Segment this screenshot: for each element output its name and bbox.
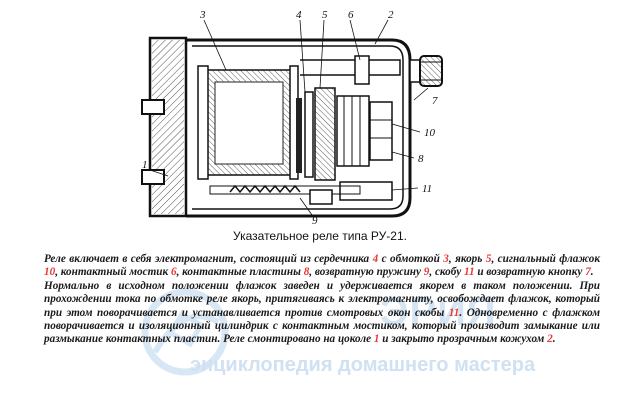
part-number: 3 [443,253,449,265]
text-segment: , сигнальный флажок [491,253,600,265]
base-plate [141,36,188,218]
callout-11: 11 [422,183,432,195]
contact-bracket [300,55,401,85]
text-segment: Реле включает в себя электромагнит, сост… [44,253,373,265]
part-number: 10 [44,266,56,279]
callout-10: 10 [424,127,436,139]
text-segment: , якорь [448,253,486,265]
callout-8: 8 [418,153,424,165]
description-paragraph-1: Реле включает в себя электромагнит, сост… [44,253,600,280]
callout-3: 3 [199,9,206,21]
callout-4: 4 [296,9,302,21]
text-segment: и закрыто прозрачным кожухом [379,333,548,346]
core [296,98,302,173]
figure-caption: Указательное реле типа РУ-21. [233,229,407,243]
part-number: 4 [372,253,379,265]
callout-9: 9 [312,215,318,227]
part-number: 5 [485,253,492,265]
text-segment: . Одновременно с флажком поворачивается … [44,306,600,346]
reset-button [409,55,443,87]
part-number: 8 [303,266,310,279]
watermark-big-text: ЭРИЯ [380,290,497,334]
text-segment: и возвратную кнопку [474,266,586,279]
relay-drawing: 3 4 5 6 2 7 10 8 11 9 1 [141,9,443,227]
description-paragraph-2: Нормально в исходном положении флажок за… [44,280,600,347]
callout-7: 7 [432,95,438,107]
coil [197,65,299,180]
text-segment: . [590,266,594,279]
part-number: 11 [463,266,475,279]
armature [304,87,336,181]
text-segment: , контактный мостик [55,266,171,279]
watermark-small-text: энциклопедия домашнего мастера [190,354,536,376]
text-segment: , возвратную пружину [309,266,424,279]
description-text: Реле включает в себя электромагнит, сост… [44,253,600,347]
part-number: 9 [423,266,430,279]
return-spring [229,184,301,194]
callout-6: 6 [348,9,354,21]
callout-2: 2 [388,9,394,21]
flag-cylinder [336,95,393,167]
text-segment: Нормально в исходном положении флажок за… [44,279,600,319]
watermark-logo [141,288,229,376]
part-number: 7 [585,266,591,279]
callout-5: 5 [322,9,328,21]
text-segment: , контактные пластины [176,266,304,279]
part-number: 6 [170,266,177,279]
callout-1: 1 [142,159,148,171]
window-bracket [339,181,393,201]
leader-lines [149,19,429,216]
relay-diagram: 3 4 5 6 2 7 10 8 11 9 1 [141,9,443,227]
text-segment: . [552,333,556,346]
text-segment: с обмоткой [378,253,444,265]
part-number: 1 [373,333,380,346]
text-segment: , скобу [429,266,464,279]
part-number: 11 [448,306,460,319]
part-number: 2 [547,333,553,346]
watermark: ЭРИЯ энциклопедия домашнего мастера [130,282,630,392]
